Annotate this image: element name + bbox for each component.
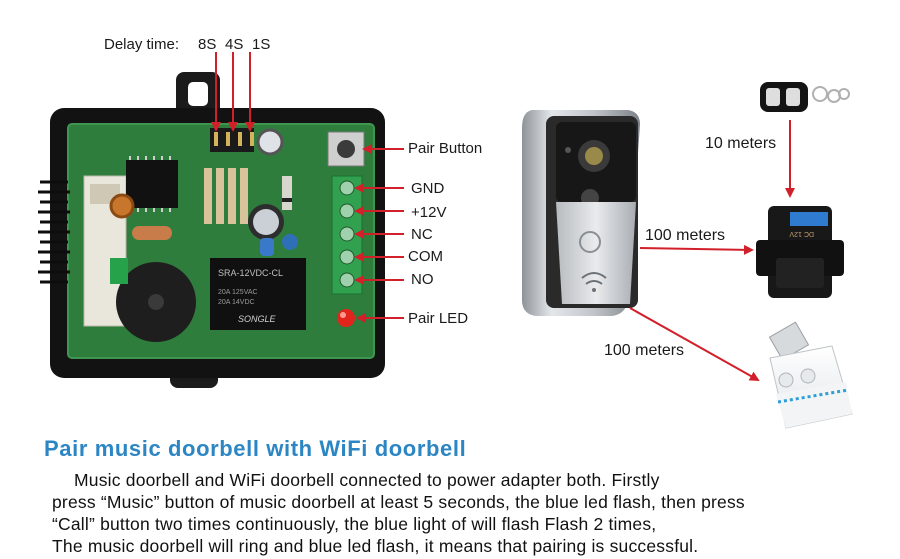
illustration: SRA-12VDC-CL 20A 125VAC 20A 14VDC SONGLE (38, 52, 853, 429)
board-callout-arrows (354, 144, 404, 323)
remote-distance-label: 10 meters (705, 135, 777, 152)
relay-brand-text: SONGLE (238, 314, 277, 324)
terminal-12v-label: +12V (411, 204, 447, 221)
dc-label-text: DC 12V (789, 230, 814, 237)
relay-rating-text: 20A 14VDC (218, 299, 255, 306)
distance-arrows (629, 120, 795, 381)
delay-time-label: Delay time: (104, 36, 180, 53)
terminal-com-label: COM (408, 248, 443, 265)
terminal-gnd-label: GND (411, 180, 445, 197)
wifi-doorbell (522, 110, 640, 316)
section-heading: Pair music doorbell with WiFi doorbell (44, 436, 467, 461)
delay-option-4s: 4S (225, 36, 244, 53)
pair-button-label: Pair Button (408, 140, 483, 157)
receiver-module: DC 12V (756, 206, 844, 298)
relay-model-text: SRA-12VDC-CL (218, 268, 283, 278)
receiver-board: SRA-12VDC-CL 20A 125VAC 20A 14VDC SONGLE (38, 72, 385, 388)
usb-music-doorbell (768, 321, 853, 429)
description-line-1: Music doorbell and WiFi doorbell connect… (74, 470, 660, 490)
remote-key-fob (760, 82, 850, 112)
description-line-4: The music doorbell will ring and blue le… (52, 536, 699, 556)
pair-led-label: Pair LED (408, 310, 469, 327)
terminal-nc-label: NC (411, 226, 433, 243)
delay-option-8s: 8S (198, 36, 217, 53)
delay-pointers (211, 52, 255, 132)
usb-distance-label: 100 meters (604, 342, 685, 359)
description-line-3: “Call” button two times continuously, th… (52, 514, 657, 534)
relay-rating-text: 20A 125VAC (218, 289, 258, 296)
receiver-distance-label: 100 meters (645, 227, 726, 244)
description-line-2: press “Music” button of music doorbell a… (52, 492, 745, 512)
terminal-no-label: NO (411, 271, 434, 288)
delay-option-1s: 1S (252, 36, 271, 53)
